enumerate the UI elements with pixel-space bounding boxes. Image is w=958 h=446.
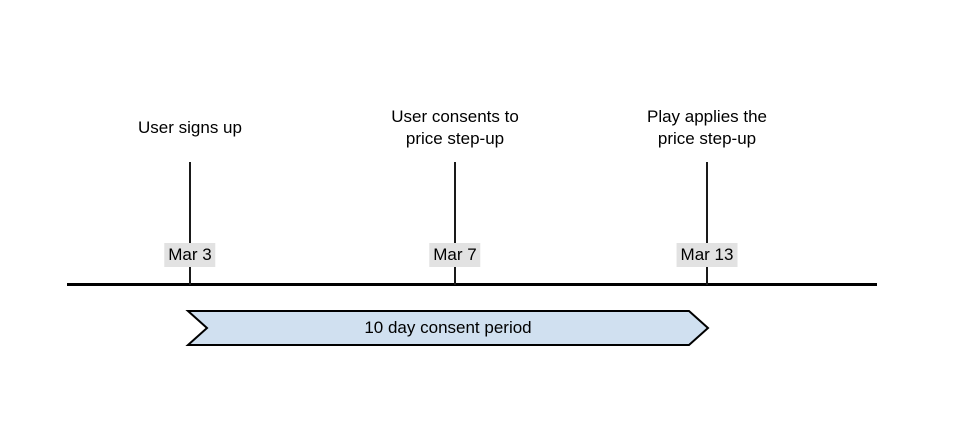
event-caption-consent: User consents to price step-up	[391, 107, 519, 148]
event-caption-apply: Play applies the price step-up	[646, 107, 768, 148]
tick-line-consent	[454, 162, 456, 285]
consent-period-banner: 10 day consent period	[185, 310, 710, 346]
consent-period-banner-shape	[185, 310, 710, 346]
date-chip-signup: Mar 3	[164, 243, 216, 267]
tick-line-signup	[189, 162, 191, 285]
timeline-axis	[67, 283, 877, 286]
date-chip-apply: Mar 13	[676, 243, 738, 267]
event-caption-signup: User signs up	[138, 118, 242, 137]
tick-line-apply	[706, 162, 708, 285]
banner-arrow-polygon	[185, 310, 710, 346]
date-chip-consent: Mar 7	[429, 243, 481, 267]
